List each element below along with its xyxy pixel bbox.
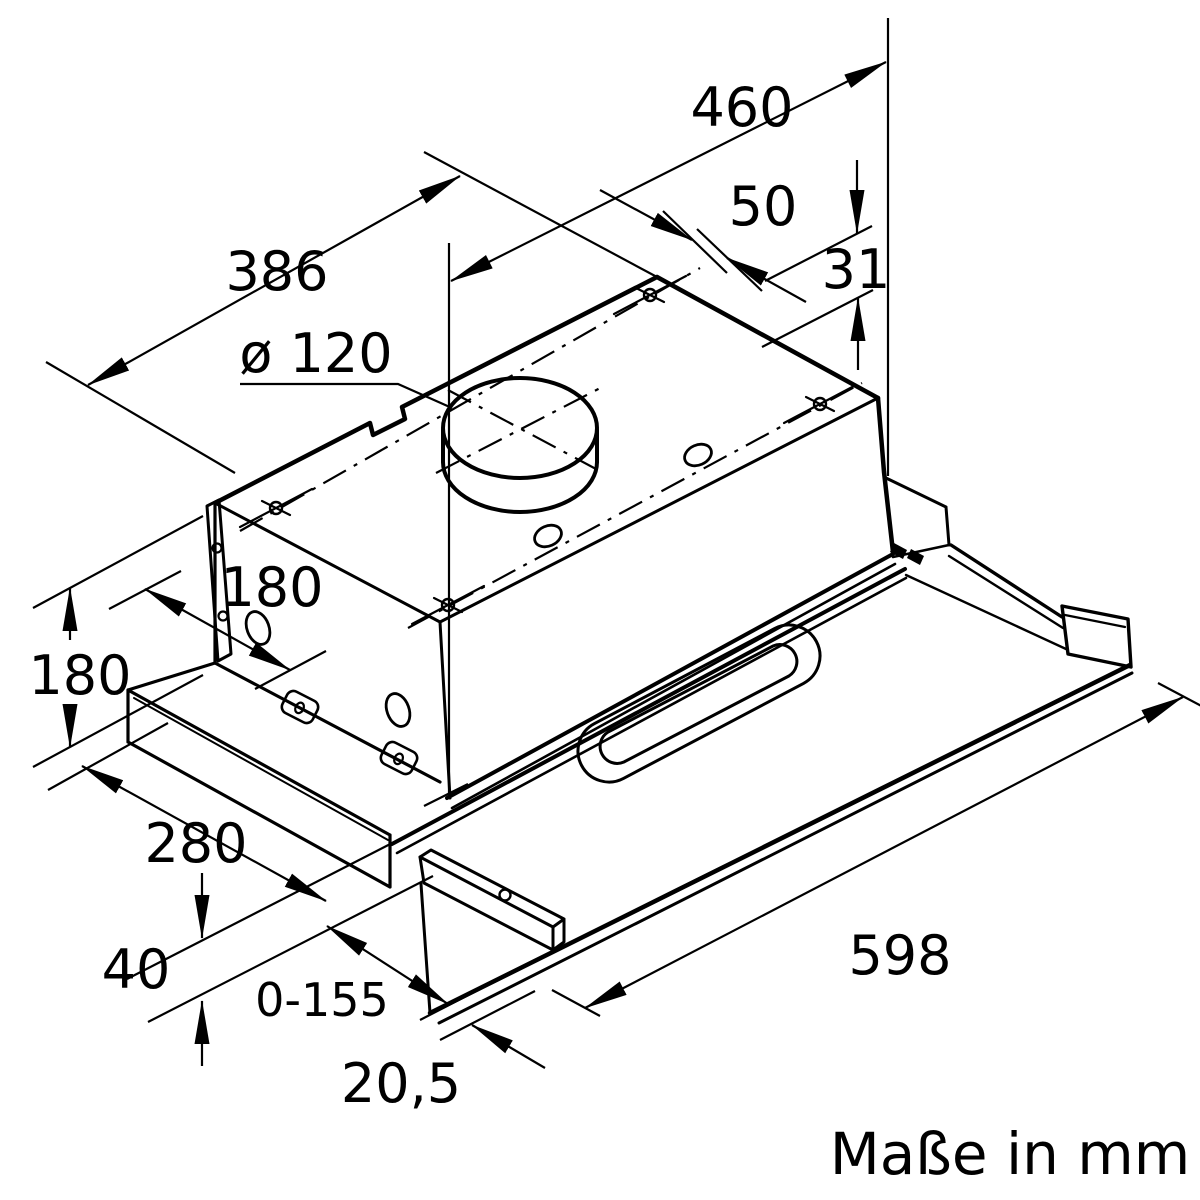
dim-386-line: [87, 175, 461, 386]
handle-recess-outer: [576, 623, 822, 784]
dim-50-ext: [662, 210, 728, 274]
bracket-clamp: [907, 549, 924, 565]
panel-top-edge: [390, 567, 907, 846]
rail-top: [418, 848, 566, 952]
dim-0155-label: 0-155: [255, 973, 389, 1027]
dim-180d-label: 180: [220, 556, 323, 619]
dim-40-ext-bottom: [147, 875, 434, 1023]
dim-120-label: ø 120: [239, 322, 392, 385]
duct-collar-top: [441, 376, 599, 480]
dim-280-line: [81, 765, 327, 902]
dim-31-label: 31: [822, 238, 891, 301]
dim-40-ext-top: [126, 837, 403, 980]
collar-centerline-b: [447, 389, 597, 470]
body-top-front-right-edge: [438, 396, 880, 624]
dim-180h-ext-top: [32, 515, 204, 609]
bracket-step: [884, 476, 951, 547]
track-edge-inner: [947, 554, 1065, 630]
oval-hole-side: [384, 692, 412, 728]
units-caption: Maße in mm: [830, 1120, 1191, 1188]
dim-0155-line: [326, 925, 449, 1005]
dim-598-foot-left: [551, 989, 601, 1017]
duct-collar-bottom: [441, 460, 599, 514]
keyhole: [782, 383, 858, 425]
dim-31-ext: [761, 289, 874, 348]
dim-50-arrow-left: [599, 189, 693, 241]
dim-386-label: 386: [225, 240, 328, 303]
track-edge: [949, 543, 1064, 619]
dim-180d-ext: [108, 570, 182, 610]
dim-460-label: 460: [690, 76, 793, 139]
visor-end-cap-inner: [1063, 613, 1127, 629]
body-top-back-right-edge: [654, 274, 881, 401]
dim-598-label: 598: [848, 924, 951, 987]
bracket-clamp: [890, 543, 907, 559]
bracket-tab: [280, 689, 320, 725]
dim-40-label: 40: [102, 938, 171, 1001]
bracket-tab: [379, 740, 419, 776]
duct-collar-sides: [441, 428, 599, 464]
rail-hole: [498, 888, 512, 902]
panel-right-taper: [904, 573, 1068, 651]
dim-205-ext: [439, 990, 536, 1041]
keyhole: [238, 487, 314, 529]
body-right-edge: [875, 395, 896, 555]
slide-rail: [418, 848, 566, 952]
dim-50-ext: [696, 228, 763, 292]
oval-hole-top: [533, 523, 563, 549]
dim-205-arrow: [471, 1024, 546, 1069]
dim-280-ext-top: [47, 722, 169, 791]
dim-180d-line: [144, 588, 291, 671]
dim-120-leader: [240, 382, 453, 410]
panel-bottom-edge-inner: [437, 671, 1134, 1025]
panel-bottom-edge: [427, 662, 1133, 1016]
dim-460-line: [450, 61, 887, 282]
body-front-bottom-edge: [445, 552, 895, 800]
body-top-back-left-edge: [212, 274, 660, 506]
dim-50-label: 50: [729, 175, 798, 238]
hanger-strip-hole: [211, 542, 223, 554]
dim-598-line: [584, 696, 1184, 1009]
panel-left-edge: [419, 882, 432, 1015]
dim-386-ext-left: [45, 361, 236, 474]
dim-180h-label: 180: [28, 644, 131, 707]
dim-180h-ext-bottom: [32, 674, 204, 768]
dim-31-ext: [764, 225, 873, 282]
dim-386-ext-right: [423, 151, 658, 278]
dim-598-foot-right: [1157, 682, 1200, 707]
visor-end-cap: [1060, 604, 1133, 669]
body-front-bottom-edge-inner: [450, 562, 897, 810]
dim-0155-ext: [419, 970, 516, 1021]
dim-180d-ext: [254, 650, 327, 690]
oval-hole-top: [683, 442, 713, 468]
collar-centerline-a: [435, 384, 607, 474]
panel-top-edge-inner: [395, 576, 908, 855]
datum-center-foot: [423, 783, 469, 807]
dim-280-label: 280: [144, 812, 247, 875]
centerline-back-row: [239, 267, 701, 532]
dim-205-label: 20,5: [341, 1052, 461, 1115]
keyhole: [612, 274, 688, 316]
mounting-holes: [238, 274, 858, 776]
wall-bracket: [884, 476, 1133, 669]
dimension-annotations: 460 386 ø 120 50 31 180 180: [28, 18, 1200, 1115]
